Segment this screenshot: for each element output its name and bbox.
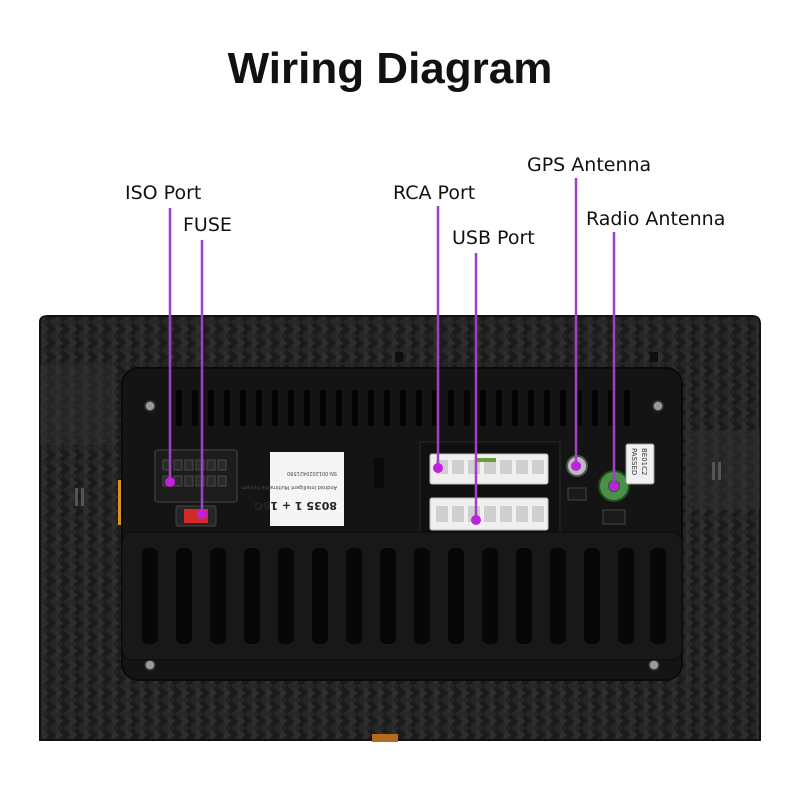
dot-iso bbox=[165, 477, 175, 487]
screws bbox=[144, 400, 664, 671]
sticker-model: 8035 1 + 16G bbox=[254, 499, 337, 512]
sticker-serial: SN:0012020421580 bbox=[287, 470, 337, 476]
label-fuse: FUSE bbox=[183, 214, 232, 236]
label-iso-port: ISO Port bbox=[125, 182, 202, 204]
left-tab bbox=[40, 365, 115, 445]
bottom-clip bbox=[372, 734, 398, 742]
dot-rca bbox=[433, 463, 443, 473]
top-fins bbox=[176, 390, 630, 426]
label-gps-antenna: GPS Antenna bbox=[527, 154, 652, 176]
heatsink bbox=[121, 531, 683, 661]
badge-line1: BE01C2 bbox=[640, 448, 648, 475]
info-sticker: 8035 1 + 16G Android Intelligent Multime… bbox=[241, 452, 344, 526]
dot-usb bbox=[471, 515, 481, 525]
badge-line2: PASSED bbox=[630, 448, 638, 475]
label-rca-port: RCA Port bbox=[393, 182, 476, 204]
dot-radio bbox=[609, 481, 619, 491]
right-tab bbox=[690, 430, 760, 510]
label-radio-antenna: Radio Antenna bbox=[586, 208, 726, 230]
page-title: Wiring Diagram bbox=[227, 44, 553, 93]
sticker-desc: Android Intelligent Multimedia System bbox=[241, 484, 337, 490]
callout-dots bbox=[165, 461, 619, 525]
callout-lines bbox=[168, 178, 616, 520]
heatsink-fins bbox=[142, 548, 666, 644]
passed-badge: BE01C2 PASSED bbox=[625, 443, 655, 485]
dot-fuse bbox=[197, 509, 207, 519]
label-usb-port: USB Port bbox=[452, 227, 535, 249]
dot-gps bbox=[571, 461, 581, 471]
